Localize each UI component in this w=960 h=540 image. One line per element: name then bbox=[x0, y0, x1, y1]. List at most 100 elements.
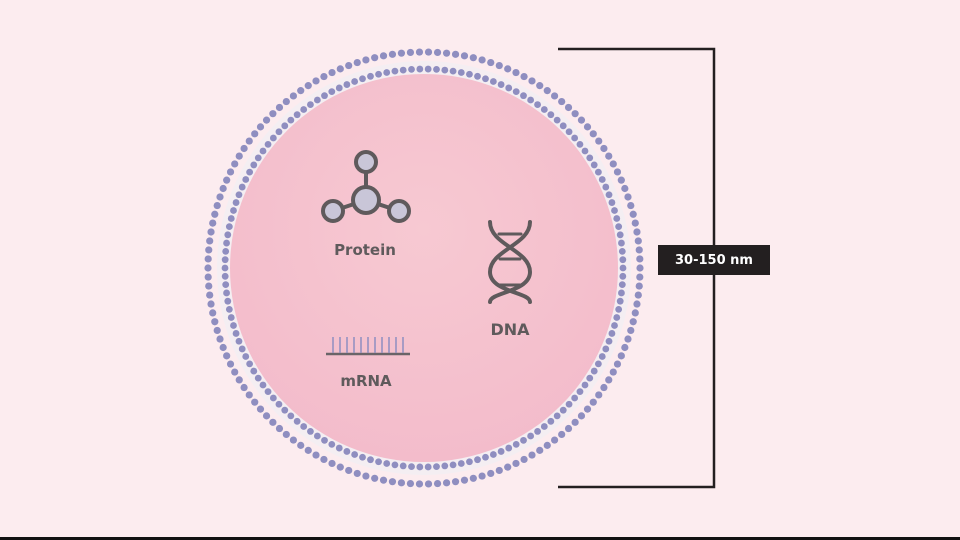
lipid-head bbox=[209, 309, 217, 317]
lipid-head bbox=[262, 116, 271, 124]
lipid-head bbox=[320, 455, 328, 464]
lipid-head bbox=[613, 314, 621, 321]
lipid-head bbox=[231, 368, 239, 376]
protein-molecule-icon bbox=[321, 150, 411, 223]
lipid-head bbox=[520, 436, 527, 444]
lipid-head bbox=[441, 66, 449, 74]
lipid-head bbox=[328, 440, 336, 448]
lipid-head bbox=[256, 123, 265, 131]
lipid-head bbox=[564, 103, 573, 112]
lipid-head bbox=[225, 223, 233, 231]
lipid-head bbox=[209, 219, 217, 227]
lipid-head bbox=[379, 476, 388, 484]
lipid-head bbox=[416, 65, 424, 73]
protein-label: Protein bbox=[334, 241, 396, 259]
lipid-head bbox=[353, 58, 361, 67]
lipid-head bbox=[207, 228, 215, 236]
lipid-head bbox=[336, 65, 344, 73]
lipid-head bbox=[631, 219, 639, 227]
lipid-head bbox=[406, 48, 415, 57]
lipid-head bbox=[297, 441, 305, 449]
lipid-head bbox=[307, 101, 314, 108]
lipid-head bbox=[605, 376, 613, 384]
lipid-head bbox=[320, 72, 328, 81]
lipid-head bbox=[571, 134, 579, 142]
lipid-head bbox=[211, 210, 219, 218]
lipid-head bbox=[627, 201, 635, 210]
lipid-head bbox=[275, 103, 284, 112]
lipid-head bbox=[636, 264, 644, 272]
lipid-head bbox=[251, 130, 259, 138]
lipid-head bbox=[536, 446, 544, 454]
lipid-head bbox=[571, 418, 579, 426]
lipid-head bbox=[543, 441, 551, 449]
lipid-head bbox=[619, 256, 627, 264]
lipid-head bbox=[460, 476, 469, 484]
lipid-head bbox=[313, 96, 321, 104]
lipid-head bbox=[225, 305, 233, 313]
lipid-head bbox=[216, 335, 224, 343]
lipid-head bbox=[235, 152, 243, 160]
lipid-head bbox=[634, 291, 642, 299]
lipid-head bbox=[598, 176, 606, 183]
lipid-head bbox=[231, 160, 239, 168]
lipid-head bbox=[367, 72, 374, 80]
lipid-head bbox=[259, 381, 267, 389]
lipid-head bbox=[230, 322, 237, 329]
lipid-head bbox=[359, 75, 366, 83]
lipid-head bbox=[219, 343, 227, 352]
lipid-head bbox=[371, 54, 379, 62]
lipid-head bbox=[223, 289, 230, 297]
lipid-head bbox=[397, 479, 406, 487]
lipid-head bbox=[442, 49, 451, 57]
lipid-head bbox=[433, 479, 442, 488]
lipid-head bbox=[441, 462, 449, 470]
lipid-head bbox=[221, 264, 229, 272]
lipid-head bbox=[362, 56, 370, 64]
lipid-head bbox=[227, 314, 235, 321]
lipid-head bbox=[608, 199, 616, 206]
lipid-head bbox=[553, 412, 561, 420]
lipid-head bbox=[451, 50, 460, 58]
lipid-head bbox=[505, 444, 513, 452]
lipid-head bbox=[442, 479, 451, 487]
lipid-head bbox=[605, 152, 613, 160]
lipid-head bbox=[235, 337, 243, 345]
lipid-head bbox=[633, 228, 641, 236]
lipid-head bbox=[635, 282, 643, 290]
lipid-head bbox=[424, 480, 433, 488]
lipid-head bbox=[489, 451, 497, 458]
lipid-head bbox=[466, 70, 473, 78]
lipid-head bbox=[307, 428, 314, 435]
lipid-head bbox=[351, 451, 359, 458]
lipid-head bbox=[636, 273, 644, 281]
lipid-head bbox=[328, 88, 336, 96]
lipid-head bbox=[469, 54, 477, 62]
lipid-head bbox=[424, 65, 432, 73]
lipid-head bbox=[222, 281, 230, 289]
lipid-head bbox=[609, 160, 617, 168]
lipid-head bbox=[289, 436, 298, 444]
lipid-head bbox=[275, 128, 283, 136]
lipid-head bbox=[250, 367, 258, 375]
lipid-head bbox=[613, 215, 621, 222]
lipid-head bbox=[221, 272, 229, 280]
lipid-head bbox=[449, 67, 457, 75]
lipid-head bbox=[618, 281, 626, 289]
lipid-head bbox=[238, 183, 246, 191]
lipid-head bbox=[312, 451, 320, 459]
lipid-head bbox=[259, 147, 267, 155]
lipid-head bbox=[550, 92, 559, 100]
lipid-head bbox=[312, 77, 320, 85]
lipid-head bbox=[512, 459, 520, 468]
lipid-head bbox=[246, 168, 254, 176]
lipid-head bbox=[520, 455, 528, 464]
lipid-head bbox=[495, 466, 503, 475]
lipid-head bbox=[269, 394, 277, 402]
lipid-head bbox=[600, 383, 608, 392]
lipid-head bbox=[520, 92, 527, 100]
lipid-head bbox=[219, 184, 227, 193]
lipid-head bbox=[399, 462, 407, 470]
lipid-head bbox=[497, 81, 505, 88]
lipid-head bbox=[240, 144, 248, 153]
